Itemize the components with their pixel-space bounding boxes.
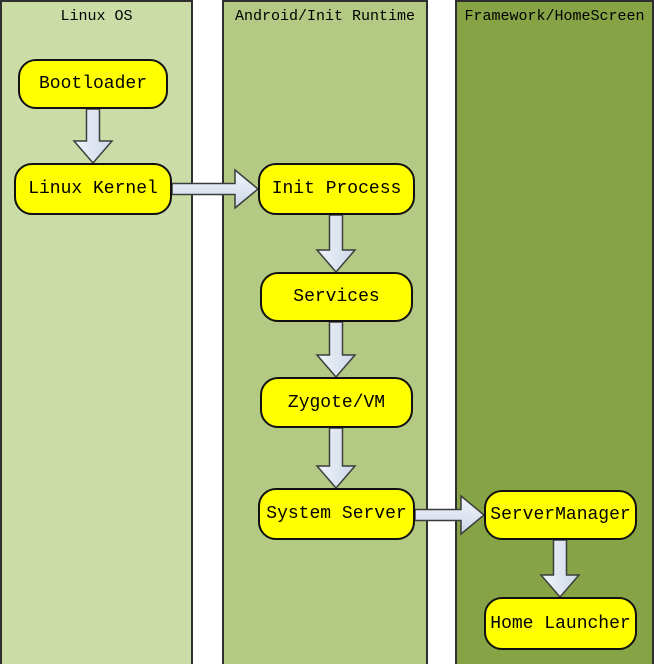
lane-android-init-runtime: Android/Init Runtime [222,0,428,664]
node-system-server: System Server [258,488,415,540]
lane-title-framework-homescreen: Framework/HomeScreen [464,8,645,25]
node-server-manager: ServerManager [484,490,637,540]
node-home-launcher: Home Launcher [484,597,637,650]
node-init-process: Init Process [258,163,415,215]
node-services: Services [260,272,413,322]
node-bootloader: Bootloader [18,59,168,109]
node-zygote-vm: Zygote/VM [260,377,413,428]
lane-framework-homescreen: Framework/HomeScreen [455,0,654,664]
lane-title-android-init-runtime: Android/Init Runtime [234,8,416,25]
node-linux-kernel: Linux Kernel [14,163,172,215]
lane-title-linux-os: Linux OS [60,8,133,25]
